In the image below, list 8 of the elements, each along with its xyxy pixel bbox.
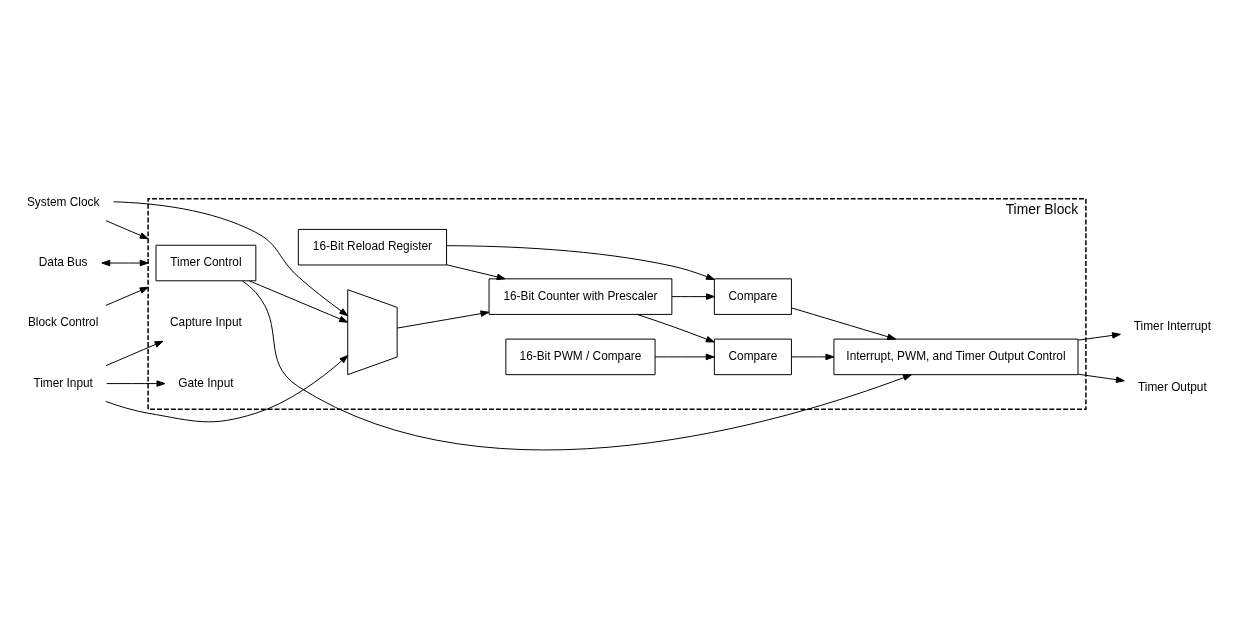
node-text: Data Bus: [38, 254, 88, 269]
node-text: Timer Input: [33, 375, 93, 390]
node-text: Block Control: [27, 314, 99, 329]
node-text: Timer Interrupt: [1133, 318, 1211, 333]
node-text: Timer Output: [1138, 379, 1207, 394]
node-text: Capture Input: [170, 314, 242, 329]
node-text: Gate Input: [178, 375, 234, 390]
node-text: System Clock: [26, 194, 100, 209]
